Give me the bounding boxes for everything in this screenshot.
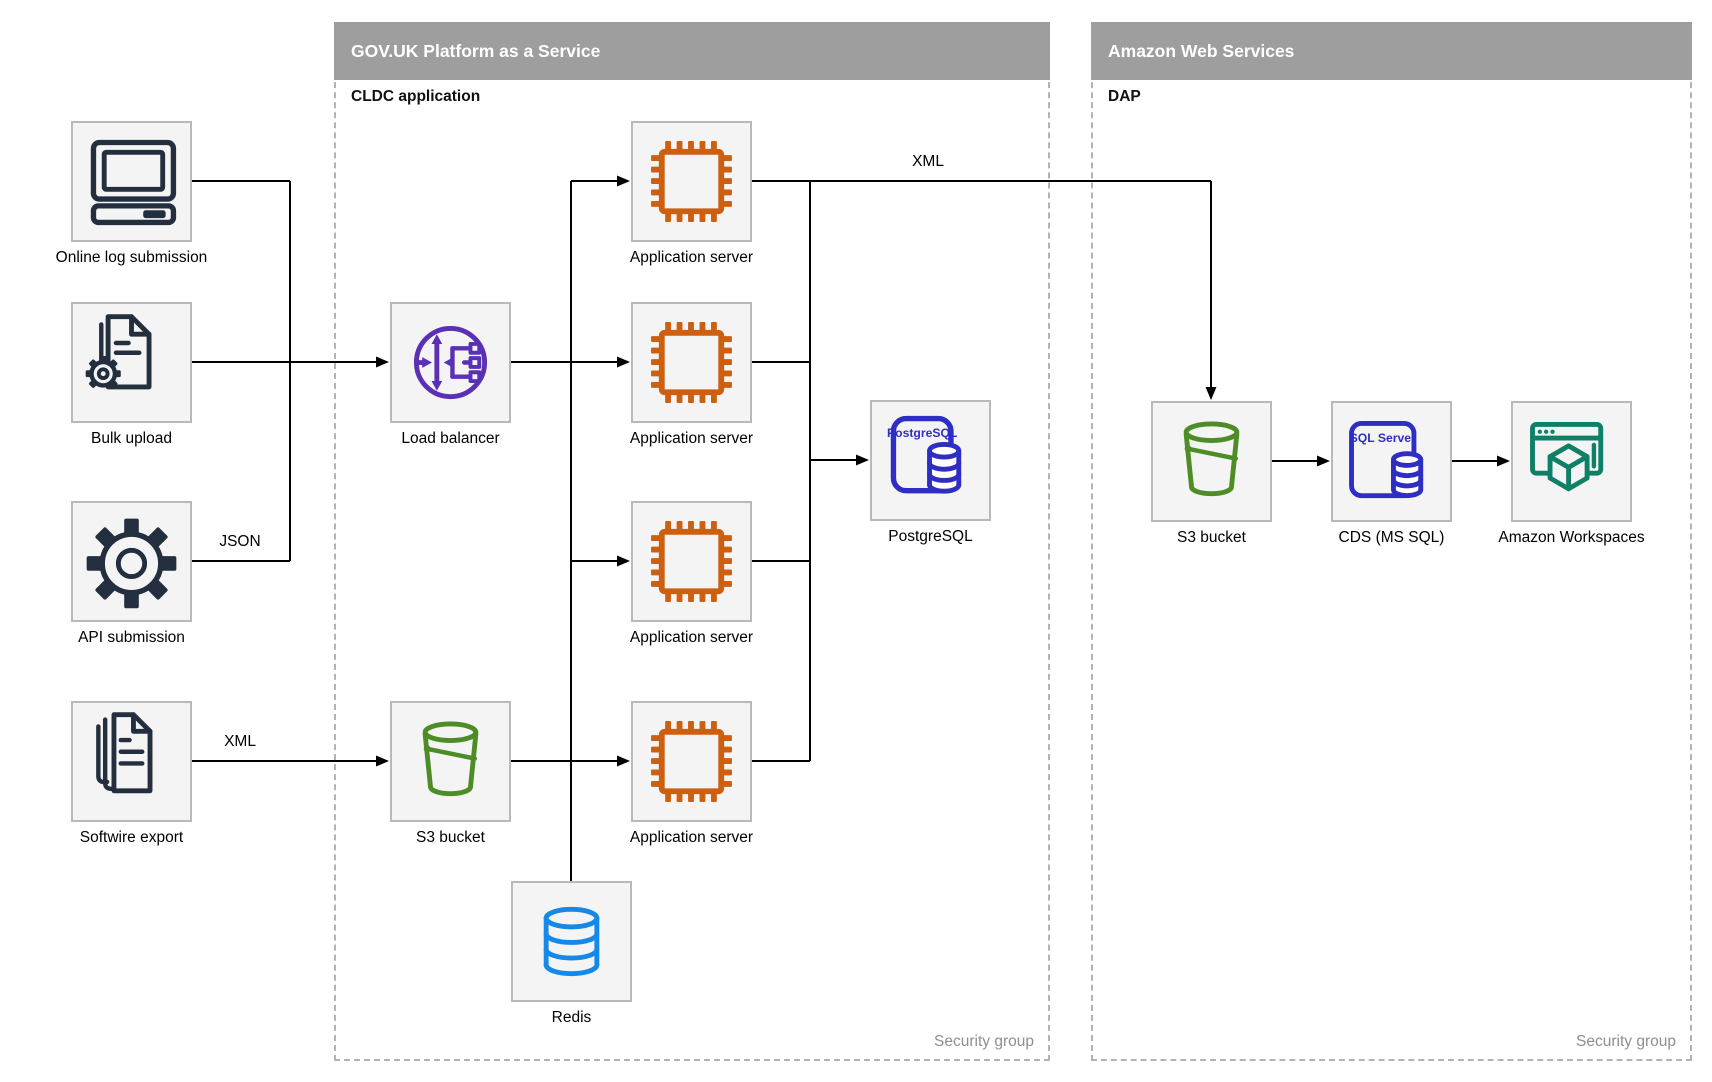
node-label: API submission: [78, 629, 185, 646]
aws-security-group-label: Security group: [1576, 1033, 1676, 1050]
load-balancer-icon: [413, 325, 488, 400]
node-app-server-4: [631, 701, 752, 822]
node-cds-mssql: SQL Server: [1331, 401, 1452, 522]
node-label: Online log submission: [55, 249, 208, 266]
node-label: Amazon Workspaces: [1498, 529, 1645, 546]
node-postgresql: PostgreSQL: [870, 400, 991, 521]
node-label: PostgreSQL: [888, 528, 973, 545]
postgresql-icon: PostgreSQL: [887, 415, 962, 494]
node-online-log-submission: [71, 121, 192, 242]
edge-label-json: JSON: [219, 533, 261, 550]
node-label: S3 bucket: [416, 829, 485, 846]
node-label: Bulk upload: [90, 430, 172, 447]
paas-sublabel: CLDC application: [351, 88, 481, 105]
node-label: Redis: [551, 1009, 592, 1026]
computer-icon: [90, 139, 177, 226]
node-app-server-3: [631, 501, 752, 622]
paas-title: GOV.UK Platform as a Service: [351, 41, 601, 61]
sql-server-icon: SQL Server: [1349, 421, 1424, 499]
amazon-workspaces-icon: [1530, 422, 1604, 492]
document-gear-icon: [85, 314, 152, 390]
node-redis: [511, 881, 632, 1002]
s3-bucket-icon: [1183, 421, 1240, 497]
node-softwire-export: [71, 701, 192, 822]
aws-container: Amazon Web Services DAP Security group: [1091, 22, 1692, 1061]
chip-icon: [651, 322, 732, 403]
node-s3-bucket-paas: [390, 701, 511, 822]
paas-security-group-label: Security group: [934, 1033, 1034, 1050]
node-label: Application server: [629, 249, 754, 266]
node-bulk-upload: [71, 302, 192, 423]
chip-icon: [651, 141, 732, 222]
node-label: Application server: [629, 629, 754, 646]
node-app-server-1: [631, 121, 752, 242]
edge-label-xml-top: XML: [912, 153, 944, 170]
node-load-balancer: [390, 302, 511, 423]
s3-bucket-icon: [422, 721, 479, 797]
paas-header: GOV.UK Platform as a Service: [334, 22, 1050, 80]
paas-container: GOV.UK Platform as a Service CLDC applic…: [334, 22, 1050, 1061]
documents-icon: [96, 712, 153, 794]
node-label: Softwire export: [79, 829, 184, 846]
aws-title: Amazon Web Services: [1108, 41, 1295, 61]
node-amazon-workspaces: [1511, 401, 1632, 522]
node-api-submission: [71, 501, 192, 622]
postgresql-icon-text: PostgreSQL: [887, 426, 958, 440]
redis-database-icon: [543, 906, 600, 977]
chip-icon: [651, 721, 732, 802]
chip-icon: [651, 521, 732, 602]
node-label: Application server: [629, 430, 754, 447]
node-label: CDS (MS SQL): [1338, 529, 1445, 546]
node-label: Application server: [629, 829, 754, 846]
node-label: S3 bucket: [1177, 529, 1246, 546]
node-s3-bucket-aws: [1151, 401, 1272, 522]
gear-icon: [86, 518, 177, 609]
node-label: Load balancer: [401, 430, 500, 447]
node-app-server-2: [631, 302, 752, 423]
aws-sublabel: DAP: [1108, 88, 1141, 105]
sql-server-icon-text: SQL Server: [1350, 431, 1416, 445]
aws-header: Amazon Web Services: [1091, 22, 1692, 80]
edge-label-xml-softwire: XML: [224, 733, 256, 750]
